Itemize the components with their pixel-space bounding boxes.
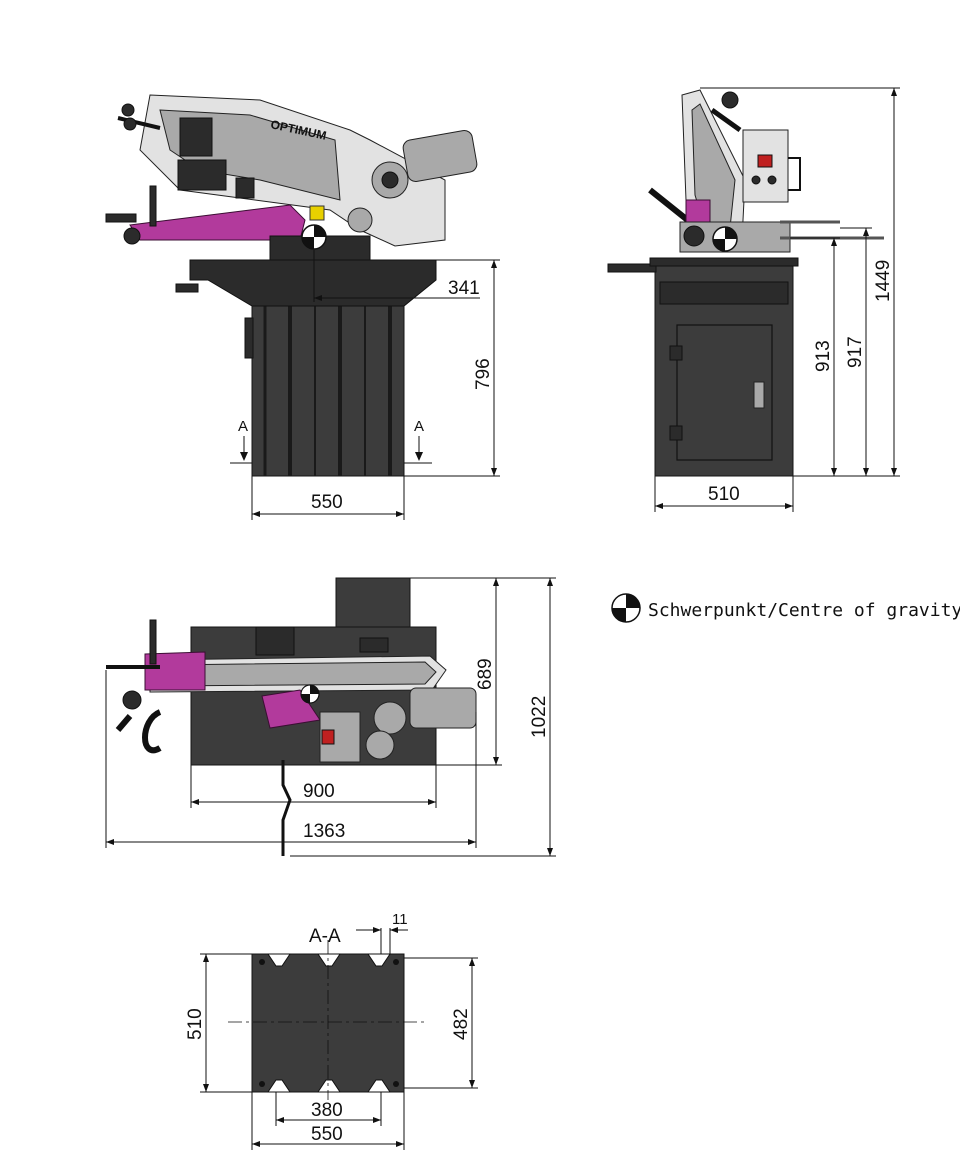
dimension-550-section: 550	[251, 1092, 405, 1150]
top-view: 689 1022 900 1363	[105, 577, 556, 857]
svg-text:913: 913	[813, 340, 834, 372]
front-cog-marker	[301, 224, 327, 250]
dimension-380: 380	[275, 1092, 382, 1126]
svg-text:11: 11	[392, 911, 408, 928]
dimension-917: 917	[840, 227, 872, 476]
svg-text:341: 341	[448, 278, 480, 299]
centre-of-gravity-icon	[610, 592, 642, 628]
dimension-510-section: 510	[185, 953, 252, 1093]
section-title: A-A	[309, 926, 341, 947]
legend: Schwerpunkt/Centre of gravity	[610, 592, 960, 628]
svg-text:510: 510	[708, 484, 740, 505]
svg-text:550: 550	[311, 1124, 343, 1145]
svg-text:1449: 1449	[873, 260, 894, 302]
svg-text:510: 510	[185, 1008, 206, 1040]
dimension-1363: 1363	[105, 670, 477, 848]
svg-text:1022: 1022	[529, 696, 550, 738]
front-view: OPTIMUM A	[105, 94, 500, 520]
dimension-689: 689	[410, 577, 502, 766]
svg-text:482: 482	[451, 1008, 472, 1040]
section-mark-right: A	[404, 418, 432, 464]
dimension-482: 482	[404, 957, 478, 1089]
dimension-1022: 1022	[290, 577, 556, 857]
svg-text:917: 917	[845, 336, 866, 368]
svg-text:550: 550	[311, 492, 343, 513]
section-view: A-A 11 510 482	[185, 911, 478, 1150]
dimension-510-side: 510	[654, 476, 794, 512]
dimension-11: 11	[356, 911, 408, 954]
section-mark-left: A	[230, 418, 252, 464]
svg-text:380: 380	[311, 1100, 343, 1121]
svg-text:A: A	[414, 418, 424, 435]
svg-text:900: 900	[303, 781, 335, 802]
dimension-341: 341	[313, 250, 480, 302]
dimension-1449: 1449	[700, 87, 900, 476]
dimension-913: 913	[790, 237, 900, 477]
svg-text:689: 689	[475, 658, 496, 690]
dimension-900: 900	[190, 765, 437, 808]
dimension-796: 796	[404, 259, 500, 477]
svg-text:A: A	[238, 418, 248, 435]
dimension-550-front: 550	[251, 476, 405, 520]
side-cog-marker	[712, 226, 738, 252]
svg-text:1363: 1363	[303, 821, 345, 842]
svg-text:796: 796	[473, 358, 494, 390]
top-cog-marker	[300, 684, 320, 704]
legend-label: Schwerpunkt/Centre of gravity	[648, 599, 960, 621]
side-view: 510 913 917 1449	[607, 87, 900, 512]
